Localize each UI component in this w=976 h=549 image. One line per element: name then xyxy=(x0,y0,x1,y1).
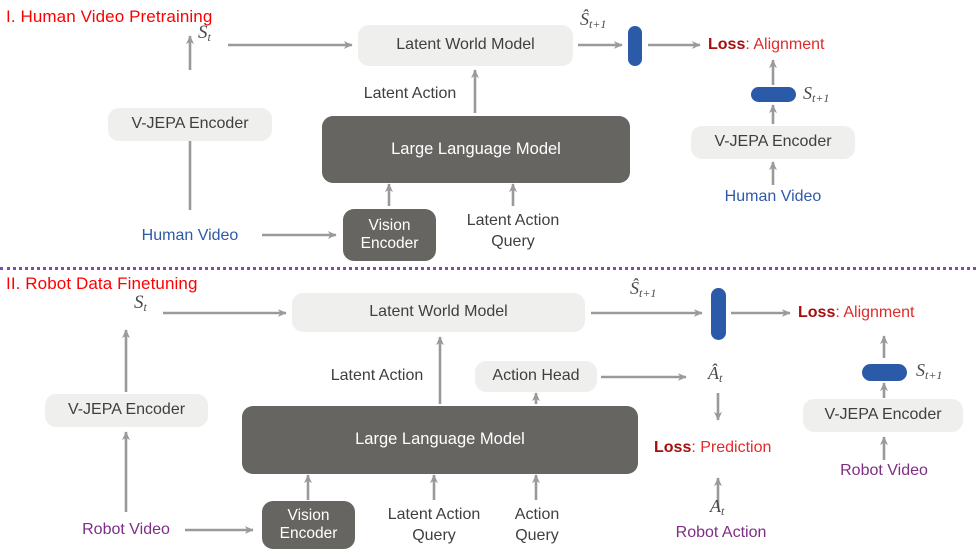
latent-action-query-line1-bottom: Latent Action xyxy=(387,506,481,523)
vjepa-encoder-right-top[interactable]: V-JEPA Encoder xyxy=(691,126,855,159)
action-query-line2-bottom: Query xyxy=(515,526,559,544)
predicted-action-symbol-bottom: Ât xyxy=(708,363,723,385)
latent-action-query-line1-top: Latent Action xyxy=(466,212,560,229)
state-symbol-st-top: St xyxy=(198,22,211,44)
latent-world-model-bottom[interactable]: Latent World Model xyxy=(292,293,585,332)
target-latent-pill-bottom xyxy=(862,364,907,381)
input-robot-video-right-bottom: Robot Video xyxy=(840,462,928,479)
loss-prediction-prefix-bottom: Loss xyxy=(654,439,692,456)
latent-action-query-line2-top: Query xyxy=(491,232,535,250)
action-symbol-bottom: At xyxy=(710,496,725,518)
section-title-finetuning: II. Robot Data Finetuning xyxy=(6,274,198,293)
latent-action-query-bottom: Latent Action Query xyxy=(388,505,481,547)
target-state-symbol-bottom: St+1 xyxy=(916,360,943,382)
vjepa-encoder-left-bottom[interactable]: V-JEPA Encoder xyxy=(45,394,208,427)
input-human-video-right-top: Human Video xyxy=(724,188,822,205)
vjepa-encoder-left-top[interactable]: V-JEPA Encoder xyxy=(108,108,272,141)
target-state-symbol-top: St+1 xyxy=(803,83,830,105)
loss-text-top: : Alignment xyxy=(745,36,825,53)
target-latent-pill-top xyxy=(751,87,796,102)
vision-encoder-line1-top: Vision xyxy=(368,216,411,234)
vjepa-encoder-right-bottom[interactable]: V-JEPA Encoder xyxy=(803,399,963,432)
vision-encoder-top[interactable]: Vision Encoder xyxy=(343,209,436,261)
vision-encoder-line2-bottom: Encoder xyxy=(279,525,338,542)
action-query-line1-bottom: Action xyxy=(514,506,560,523)
loss-alignment-top: Loss: Alignment xyxy=(708,36,825,54)
loss-prediction-text-bottom: : Prediction xyxy=(691,439,772,456)
predicted-latent-pill-bottom xyxy=(711,288,726,340)
input-robot-video-left-bottom: Robot Video xyxy=(82,521,170,538)
robot-action-label-bottom: Robot Action xyxy=(675,524,767,541)
latent-world-model-top[interactable]: Latent World Model xyxy=(358,25,573,66)
latent-action-label-bottom: Latent Action xyxy=(330,367,424,384)
large-language-model-top[interactable]: Large Language Model xyxy=(322,116,630,183)
large-language-model-bottom[interactable]: Large Language Model xyxy=(242,406,638,474)
predicted-state-symbol-bottom: Ŝt+1 xyxy=(630,278,657,300)
loss-prediction-bottom: Loss: Prediction xyxy=(654,439,771,457)
loss-alignment-text-bottom: : Alignment xyxy=(835,304,915,321)
section-divider xyxy=(0,267,976,270)
action-head-bottom[interactable]: Action Head xyxy=(475,361,597,392)
loss-prefix-top: Loss xyxy=(708,36,746,53)
vision-encoder-line2-top: Encoder xyxy=(360,235,419,252)
loss-alignment-bottom: Loss: Alignment xyxy=(798,304,915,322)
latent-action-query-top: Latent Action Query xyxy=(467,211,560,253)
action-query-bottom: Action Query xyxy=(515,505,559,547)
vision-encoder-line1-bottom: Vision xyxy=(287,506,330,524)
vision-encoder-bottom[interactable]: Vision Encoder xyxy=(262,501,355,549)
section-title-pretraining: I. Human Video Pretraining xyxy=(6,7,213,26)
loss-alignment-prefix-bottom: Loss xyxy=(798,304,836,321)
latent-action-query-line2-bottom: Query xyxy=(412,526,456,544)
state-symbol-st-bottom: St xyxy=(134,292,147,314)
input-human-video-left-top: Human Video xyxy=(141,227,239,244)
latent-action-label-top: Latent Action xyxy=(363,85,457,102)
predicted-latent-pill-top xyxy=(628,26,642,66)
predicted-state-symbol-top: Ŝt+1 xyxy=(580,9,607,31)
